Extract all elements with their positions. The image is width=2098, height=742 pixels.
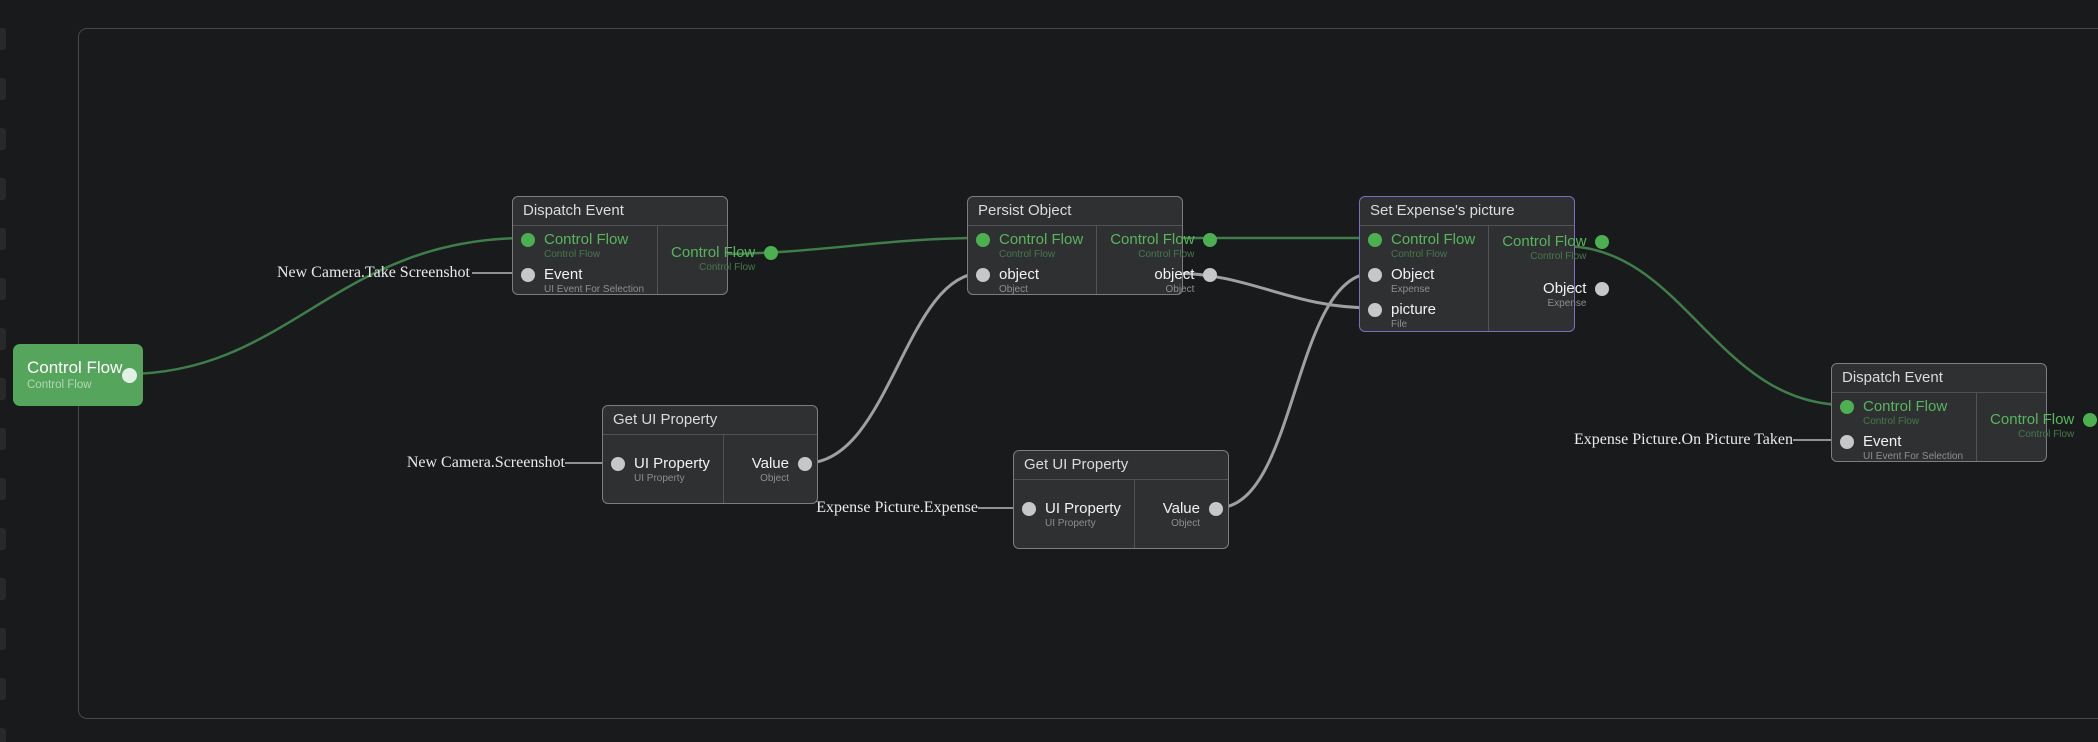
data-pin-icon[interactable]: [1022, 501, 1036, 516]
rail-stub: [0, 528, 6, 550]
wire-object-to-picture[interactable]: [1170, 271, 1375, 310]
wire-dispatch1-to-persist[interactable]: [715, 236, 983, 256]
rail-stub: [0, 428, 6, 450]
rail-stub: [0, 78, 6, 100]
data-pin-icon[interactable]: [1840, 435, 1854, 449]
exec-pin-icon[interactable]: [1203, 233, 1218, 247]
node-title: Control Flow: [27, 358, 123, 377]
node-title: Dispatch Event: [1832, 364, 2046, 393]
external-pin-label-expense: Expense Picture.Expense: [816, 499, 978, 516]
external-pin-label-take-screenshot: New Camera.Take Screenshot: [276, 264, 470, 281]
node-title: Persist Object: [968, 197, 1182, 226]
rail-stub: [0, 278, 6, 300]
rail-stub: [0, 378, 6, 400]
rail-stub: [0, 28, 6, 50]
exec-pin-icon[interactable]: [1368, 233, 1382, 247]
wire-value2-to-object[interactable]: [1216, 271, 1375, 510]
rail-stub: [0, 678, 6, 700]
exec-pin-icon[interactable]: [764, 245, 779, 260]
rail-stub: [0, 578, 6, 600]
data-pin-icon[interactable]: [1368, 268, 1382, 282]
data-pin-icon[interactable]: [521, 268, 535, 282]
node-title: Set Expense's picture: [1360, 197, 1574, 226]
graph-canvas[interactable]: [78, 28, 2098, 719]
external-pin-label-screenshot: New Camera.Screenshot: [406, 454, 565, 471]
data-pin-icon[interactable]: [1368, 303, 1382, 317]
data-pin-icon[interactable]: [976, 268, 990, 282]
rail-stub: [0, 628, 6, 650]
exec-pin-icon[interactable]: [1840, 400, 1854, 414]
data-pin-icon[interactable]: [1595, 282, 1610, 296]
exec-output-pin[interactable]: [122, 367, 138, 383]
exec-pin-icon[interactable]: [521, 233, 535, 247]
exec-pin-icon[interactable]: [976, 233, 990, 247]
wire-value1-to-object[interactable]: [805, 271, 983, 465]
exec-pin-icon[interactable]: [2083, 412, 2098, 427]
data-pin-icon[interactable]: [798, 456, 812, 471]
rail-stub: [0, 178, 6, 200]
data-pin-icon[interactable]: [611, 456, 625, 471]
node-title: Dispatch Event: [513, 197, 727, 226]
data-pin-icon[interactable]: [1209, 501, 1223, 516]
rail-stub: [0, 328, 6, 350]
wire-setpicture-to-dispatch2[interactable]: [1562, 244, 1847, 407]
exec-pin-icon[interactable]: [1595, 235, 1610, 249]
node-control-flow-entry[interactable]: Control Flow Control Flow: [13, 344, 143, 406]
node-title: Get UI Property: [1014, 451, 1228, 480]
external-pin-label-on-picture-taken: Expense Picture.On Picture Taken: [1574, 431, 1793, 448]
node-subtitle: Control Flow: [27, 379, 92, 391]
rail-stub: [0, 228, 6, 250]
node-title: Get UI Property: [603, 406, 817, 435]
rail-stub: [0, 478, 6, 500]
wire-entry-to-dispatch1[interactable]: [125, 236, 528, 376]
rail-stub: [0, 728, 6, 742]
data-pin-icon[interactable]: [1203, 268, 1218, 282]
rail-stub: [0, 128, 6, 150]
